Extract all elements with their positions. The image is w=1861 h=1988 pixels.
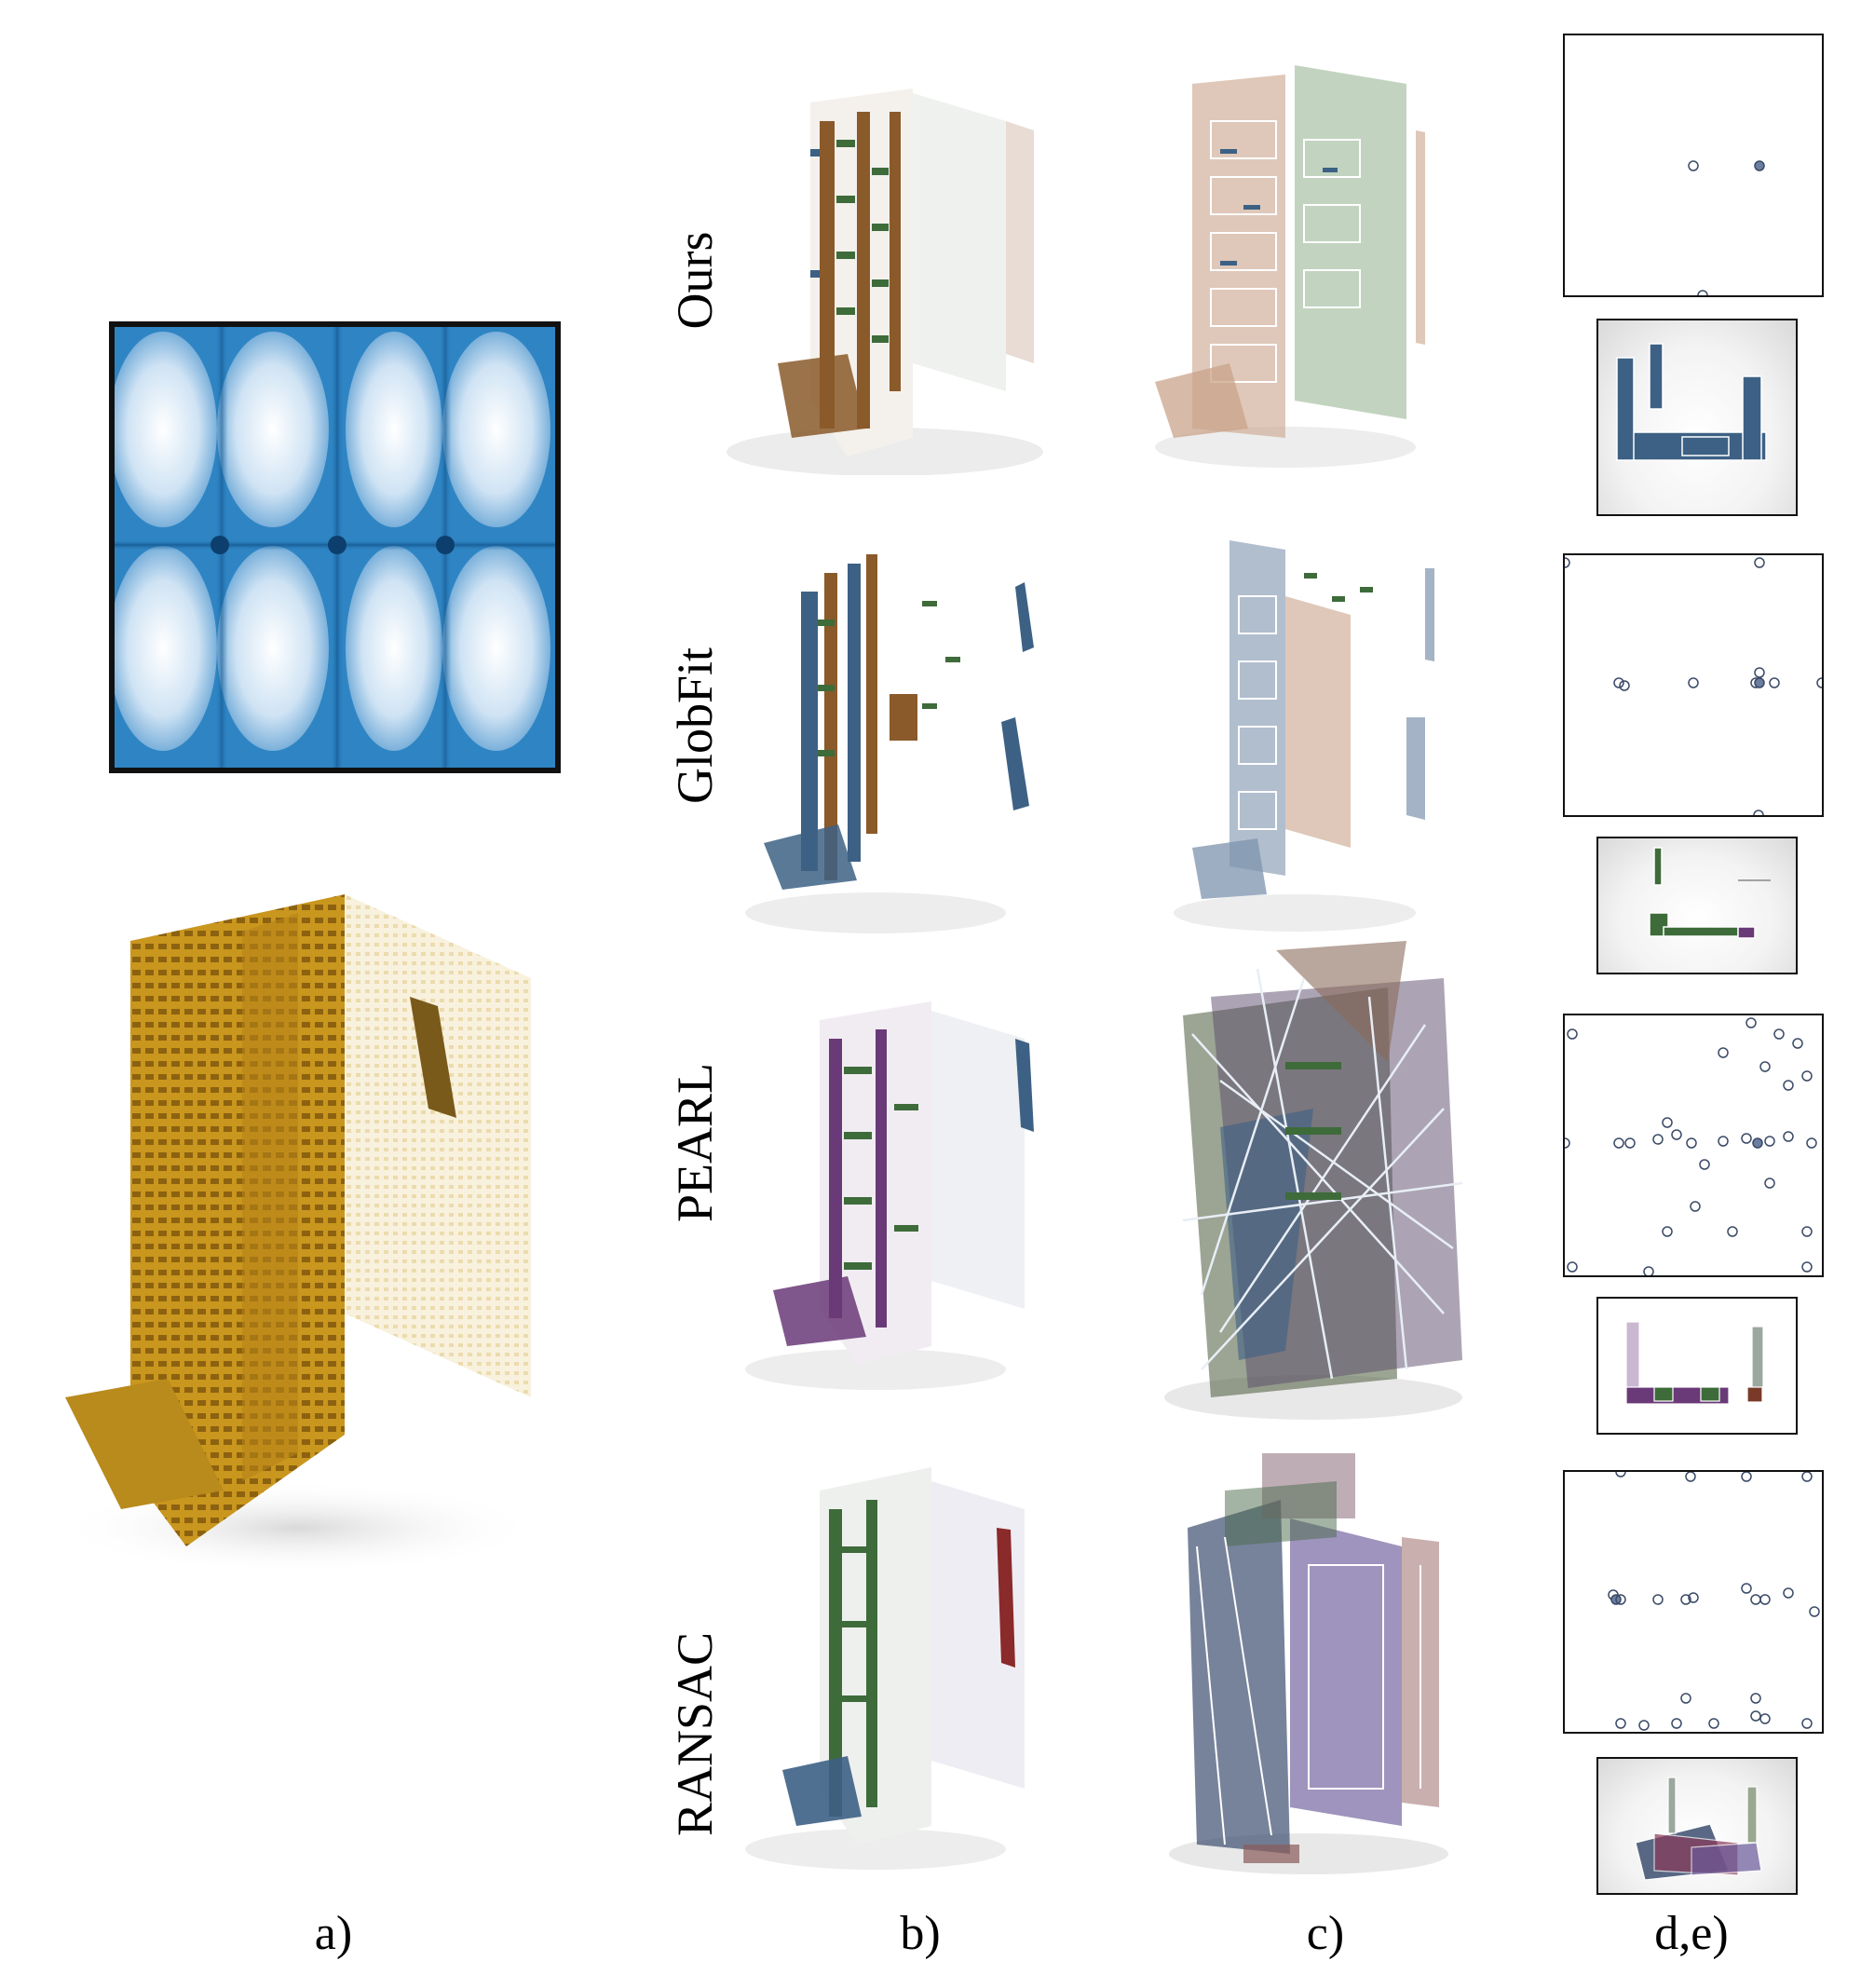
ours-fitted-planes: [1155, 65, 1425, 468]
row-label-globfit: GlobFit: [667, 647, 723, 805]
ransac-top-view: [1596, 1757, 1798, 1895]
density-heatmap: [109, 321, 561, 773]
pearl-orientation-plot: [1559, 1014, 1824, 1277]
ransac-segmented-cloud: [745, 1467, 1025, 1870]
pearl-top-view: [1596, 1297, 1798, 1435]
building-point-cloud: [65, 894, 540, 1574]
col-label-b: b): [900, 1907, 941, 1960]
col-label-c: c): [1306, 1907, 1345, 1960]
heatmap-svg: [115, 327, 555, 768]
ours-orientation-plot: [1563, 34, 1824, 301]
pearl-fitted-planes: [1164, 941, 1463, 1420]
globfit-orientation-plot: [1559, 553, 1827, 821]
ours-segmented-cloud: [727, 89, 1043, 475]
globfit-segmented-cloud: [745, 554, 1034, 933]
ransac-orientation-plot: [1563, 1466, 1824, 1734]
ours-top-view: [1596, 319, 1798, 516]
pearl-segmented-cloud: [745, 1001, 1034, 1390]
col-label-a: a): [314, 1907, 353, 1960]
globfit-fitted-planes: [1174, 540, 1434, 932]
globfit-top-view: [1596, 837, 1798, 974]
row-label-pearl: PEARL: [667, 1062, 723, 1222]
row-label-ransac: RANSAC: [667, 1631, 723, 1836]
col-label-de: d,e): [1654, 1907, 1729, 1960]
row-label-ours: Ours: [667, 231, 723, 330]
heatmap-cells: [115, 332, 550, 751]
ransac-fitted-planes: [1169, 1453, 1448, 1874]
